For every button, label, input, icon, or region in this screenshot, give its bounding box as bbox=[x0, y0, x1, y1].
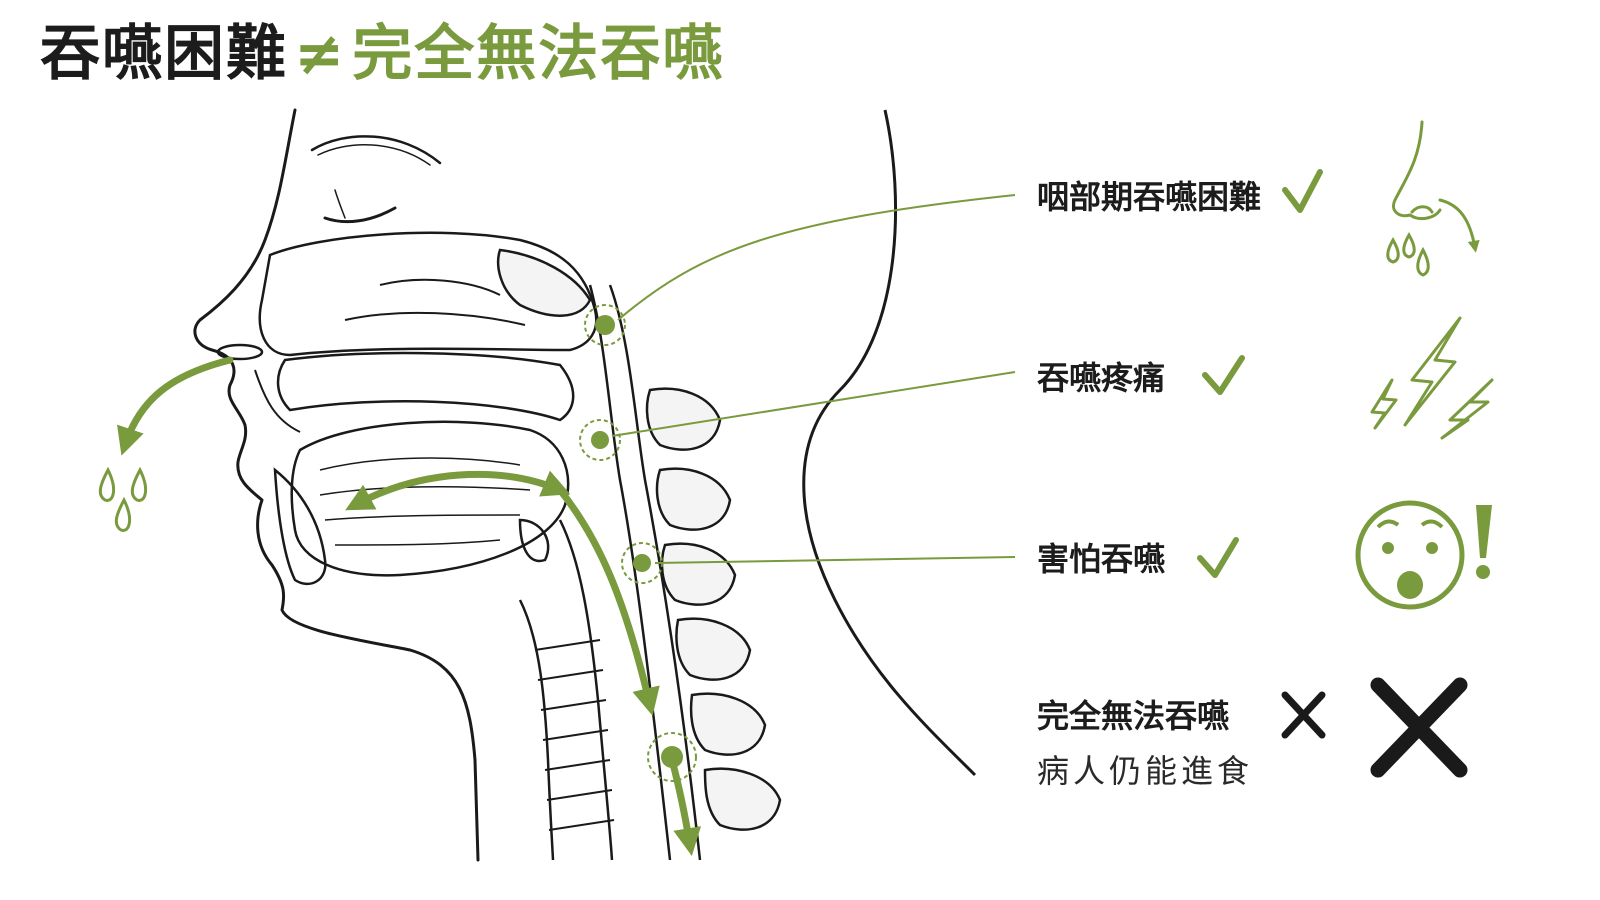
face-profile bbox=[193, 108, 480, 862]
pharyngeal-down-arrow bbox=[556, 486, 660, 716]
drip-droplets-left bbox=[98, 466, 148, 532]
marker-pharynx bbox=[584, 304, 626, 346]
oral-cavity bbox=[273, 420, 570, 586]
scared-face-icon bbox=[1355, 500, 1465, 610]
label-painful-swallowing: 吞嚥疼痛 bbox=[1037, 359, 1166, 397]
exclamation-icon bbox=[1476, 505, 1492, 579]
leader-lines bbox=[611, 194, 1016, 564]
nasal-cavity bbox=[254, 231, 598, 433]
label-fear-of-swallowing: 害怕吞嚥 bbox=[1037, 540, 1166, 578]
cross-icon bbox=[1281, 691, 1326, 739]
label-pharyngeal-dysphagia: 咽部期吞嚥困難 bbox=[1037, 178, 1262, 216]
check-icon bbox=[1197, 537, 1239, 578]
marker-throat bbox=[579, 419, 621, 461]
nasal-reflux-arrow bbox=[117, 356, 234, 456]
head-back-outline bbox=[802, 109, 977, 777]
check-icon bbox=[1282, 169, 1323, 213]
check-icon bbox=[1202, 355, 1245, 395]
pharynx-tube bbox=[518, 284, 702, 861]
title-highlight: 完全無法吞嚥 bbox=[352, 19, 725, 89]
lightning-pain-icon bbox=[1370, 316, 1494, 440]
nose-dripping-icon bbox=[1386, 120, 1480, 277]
not-equal-symbol: ≠ bbox=[294, 19, 347, 89]
esophageal-down-arrow bbox=[668, 756, 702, 857]
marker-esophagus bbox=[647, 732, 697, 782]
cervical-vertebrae bbox=[496, 248, 782, 831]
nostril bbox=[216, 343, 264, 361]
location-markers bbox=[579, 304, 697, 782]
label-complete-inability: 完全無法吞嚥 bbox=[1037, 697, 1230, 735]
title-main: 吞嚥困難 bbox=[40, 19, 288, 89]
page-title: 吞嚥困難≠完全無法吞嚥 bbox=[40, 18, 724, 90]
large-x-icon bbox=[1370, 677, 1468, 778]
label-can-still-eat: 病人仍能進食 bbox=[1037, 752, 1254, 790]
trachea-rings bbox=[534, 639, 615, 831]
swallow-flow-arrows bbox=[117, 356, 702, 857]
oral-bidirectional-arrow bbox=[345, 470, 571, 511]
